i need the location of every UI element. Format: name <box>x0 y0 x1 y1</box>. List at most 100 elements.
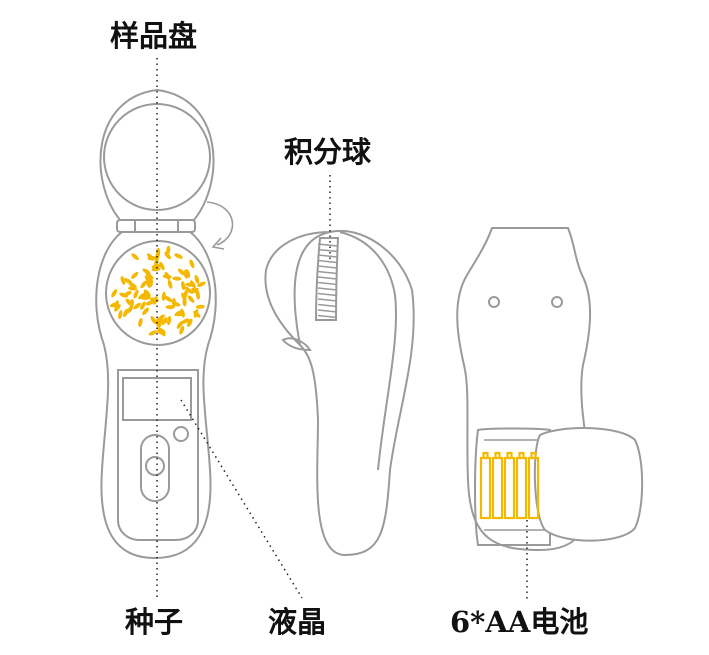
back-screw-left <box>488 296 500 308</box>
seed <box>155 317 160 327</box>
side-inner-curve <box>293 231 331 346</box>
sphere-rib <box>317 243 338 247</box>
seed <box>114 304 121 312</box>
battery-cover <box>533 427 644 542</box>
seed <box>133 289 139 299</box>
seed <box>174 253 183 259</box>
seed <box>144 275 153 283</box>
sample-tray-ring <box>105 240 211 346</box>
side-lid-tab <box>281 337 312 352</box>
sphere-rib <box>317 259 338 264</box>
battery-terminal <box>506 451 513 460</box>
sphere-rib <box>317 287 338 291</box>
seed-cluster <box>109 245 206 337</box>
seed <box>166 316 172 326</box>
sphere-rib <box>317 309 338 313</box>
battery-terminal <box>530 451 537 460</box>
seed <box>156 247 161 257</box>
seed <box>150 315 157 325</box>
seed <box>186 318 193 328</box>
aa-battery <box>503 456 516 520</box>
sphere-rib <box>317 314 338 319</box>
seed <box>140 280 147 289</box>
sphere-rib <box>317 281 338 286</box>
battery-terminal <box>494 451 501 460</box>
seed <box>189 259 195 269</box>
seed <box>187 295 195 303</box>
label-lcd: 液晶 <box>268 605 327 639</box>
seed <box>164 271 171 281</box>
back-view-device <box>456 227 644 552</box>
battery-compartment <box>474 427 551 546</box>
sphere-rib <box>317 248 338 253</box>
seed <box>191 288 200 294</box>
aa-battery <box>491 456 504 520</box>
seed <box>181 318 190 324</box>
seed <box>131 253 139 261</box>
front-view-device <box>95 88 234 560</box>
seed <box>197 281 206 287</box>
seed <box>133 302 141 310</box>
seed <box>128 282 137 289</box>
side-body <box>264 229 415 557</box>
side-view-device <box>264 229 415 557</box>
seed <box>123 290 132 297</box>
seed <box>183 289 188 299</box>
sphere-rib <box>317 303 338 308</box>
front-body <box>95 231 217 560</box>
seed <box>158 319 168 324</box>
seed <box>184 286 193 294</box>
seed <box>194 274 200 284</box>
seed <box>131 271 139 279</box>
lid-window <box>103 103 211 211</box>
aa-battery <box>479 456 492 520</box>
seed <box>148 330 158 336</box>
seed <box>147 256 157 261</box>
battery-pack <box>479 451 540 520</box>
seed <box>167 279 173 289</box>
seed <box>145 300 155 306</box>
inner-panel <box>117 369 199 541</box>
seed <box>190 280 196 289</box>
seed <box>165 305 175 310</box>
seed <box>161 291 166 301</box>
seed <box>193 310 201 318</box>
seed <box>177 268 186 276</box>
seed <box>181 281 186 291</box>
sphere-ribs <box>317 243 338 319</box>
back-body <box>456 227 592 552</box>
slider-track <box>140 434 170 502</box>
label-sample-tray: 样品盘 <box>110 19 198 53</box>
label-batteries: 6*AA电池 <box>450 605 589 639</box>
seed <box>172 276 182 281</box>
seed <box>138 317 143 328</box>
seed <box>128 286 138 291</box>
seed <box>145 272 154 280</box>
seed <box>179 325 185 335</box>
sphere-rib <box>317 254 338 258</box>
small-button <box>173 426 189 442</box>
seed <box>174 310 183 317</box>
seed <box>109 302 119 308</box>
seed <box>182 297 187 307</box>
seed <box>142 307 150 315</box>
seed <box>118 310 123 320</box>
aa-battery <box>515 456 528 520</box>
seed <box>126 305 134 314</box>
seed <box>164 251 172 260</box>
seed <box>142 268 151 275</box>
seed <box>146 279 151 288</box>
sphere-rib <box>317 292 338 297</box>
sphere-rib <box>317 298 338 302</box>
seed <box>164 295 173 303</box>
hinge <box>116 219 196 233</box>
seed <box>141 295 151 300</box>
seed <box>140 301 146 310</box>
side-inner-ridge <box>339 231 397 471</box>
back-screw-right <box>551 296 563 308</box>
lid-outer <box>99 88 215 221</box>
seed <box>120 276 126 285</box>
seed <box>185 269 191 278</box>
sphere-rib <box>317 270 338 275</box>
